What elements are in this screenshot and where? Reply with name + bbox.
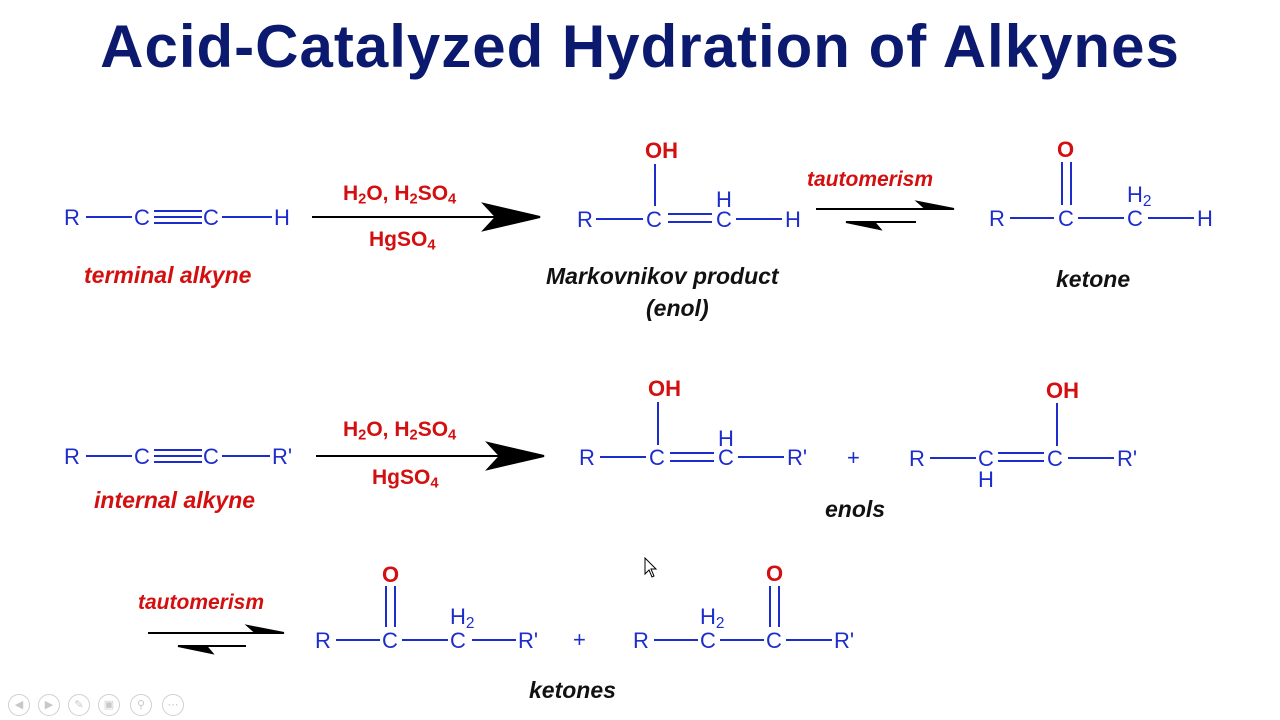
atom-h: H bbox=[785, 207, 801, 232]
plus-sign: + bbox=[573, 627, 586, 652]
atom-oh: OH bbox=[648, 376, 681, 401]
atom-c: C bbox=[978, 446, 994, 471]
half-arrowhead bbox=[914, 200, 955, 210]
atom-r: R bbox=[315, 628, 331, 653]
atom-r: R bbox=[64, 205, 80, 230]
atom-r-prime: R' bbox=[834, 628, 855, 653]
reagent-water-acid: H2O, H2SO4 bbox=[343, 418, 457, 444]
arrowhead bbox=[485, 441, 545, 471]
label-enol: (enol) bbox=[646, 295, 709, 321]
atom-h2: H2 bbox=[450, 604, 475, 632]
atom-r: R bbox=[633, 628, 649, 653]
slides-icon[interactable]: ▣ bbox=[98, 694, 120, 716]
atom-c: C bbox=[382, 628, 398, 653]
atom-r: R bbox=[577, 207, 593, 232]
atom-c: C bbox=[1058, 206, 1074, 231]
atom-c: C bbox=[450, 628, 466, 653]
reagent-water-acid: H2O, H2SO4 bbox=[343, 182, 457, 208]
label-tautomerism: tautomerism bbox=[807, 168, 934, 191]
atom-c: C bbox=[1127, 206, 1143, 231]
label-enols: enols bbox=[825, 496, 886, 522]
next-icon[interactable]: ▶ bbox=[38, 694, 60, 716]
more-icon[interactable]: ⋯ bbox=[162, 694, 184, 716]
half-arrowhead bbox=[177, 645, 215, 655]
atom-h2: H2 bbox=[700, 604, 725, 632]
atom-h: H bbox=[1197, 206, 1213, 231]
atom-o: O bbox=[382, 562, 400, 587]
atom-c: C bbox=[649, 445, 665, 470]
label-ketones: ketones bbox=[529, 677, 616, 703]
atom-r-prime: R' bbox=[1117, 446, 1138, 471]
atom-r-prime: R' bbox=[787, 445, 808, 470]
atom-h2: H2 bbox=[1127, 182, 1152, 210]
label-markovnikov-product: Markovnikov product bbox=[546, 263, 779, 289]
label-terminal-alkyne: terminal alkyne bbox=[84, 262, 252, 288]
atom-c: C bbox=[203, 444, 219, 469]
atom-c: C bbox=[1047, 446, 1063, 471]
atom-r: R bbox=[579, 445, 595, 470]
mouse-cursor-icon bbox=[644, 557, 658, 578]
atom-r: R bbox=[64, 444, 80, 469]
plus-sign: + bbox=[847, 445, 860, 470]
atom-r-prime: R' bbox=[518, 628, 539, 653]
reagent-catalyst: HgSO4 bbox=[369, 228, 436, 254]
atom-c: C bbox=[134, 205, 150, 230]
half-arrowhead bbox=[845, 221, 883, 231]
reagent-catalyst: HgSO4 bbox=[372, 466, 439, 492]
label-ketone: ketone bbox=[1056, 266, 1131, 292]
atom-h: H bbox=[718, 426, 734, 451]
atom-c: C bbox=[203, 205, 219, 230]
label-tautomerism: tautomerism bbox=[138, 591, 265, 614]
atom-oh: OH bbox=[1046, 378, 1079, 403]
pen-icon[interactable]: ✎ bbox=[68, 694, 90, 716]
prev-icon[interactable]: ◀ bbox=[8, 694, 30, 716]
atom-r: R bbox=[989, 206, 1005, 231]
atom-o: O bbox=[1057, 137, 1075, 162]
atom-h: H bbox=[978, 467, 994, 492]
label-internal-alkyne: internal alkyne bbox=[94, 487, 256, 513]
atom-c: C bbox=[646, 207, 662, 232]
atom-oh: OH bbox=[645, 138, 678, 163]
atom-c: C bbox=[718, 445, 734, 470]
atom-o: O bbox=[766, 561, 784, 586]
atom-h: H bbox=[274, 205, 290, 230]
atom-c: C bbox=[766, 628, 782, 653]
half-arrowhead bbox=[244, 624, 285, 634]
atom-c: C bbox=[700, 628, 716, 653]
atom-h: H bbox=[716, 187, 732, 212]
arrowhead bbox=[481, 202, 541, 232]
zoom-icon[interactable]: ⚲ bbox=[130, 694, 152, 716]
atom-c: C bbox=[716, 207, 732, 232]
slide-title: Acid-Catalyzed Hydration of Alkynes bbox=[100, 13, 1180, 80]
atom-r: R bbox=[909, 446, 925, 471]
atom-r-prime: R' bbox=[272, 444, 293, 469]
atom-c: C bbox=[134, 444, 150, 469]
